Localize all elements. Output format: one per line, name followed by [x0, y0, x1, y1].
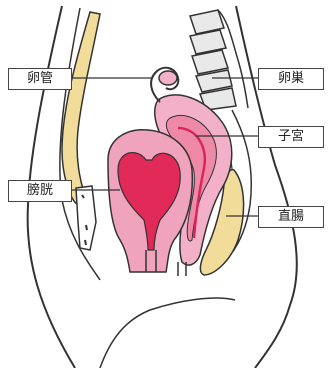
symphysis-mark — [85, 240, 86, 245]
pubic-bone — [62, 12, 100, 205]
body-outline-back — [236, 6, 297, 368]
thigh-line — [100, 298, 235, 368]
label-rectum: 直腸 — [258, 206, 324, 228]
ovary — [159, 71, 177, 85]
label-uterus: 子宮 — [258, 126, 324, 148]
label-fallopian-tube: 卵管 — [8, 68, 72, 90]
label-bladder: 膀胱 — [8, 180, 72, 202]
label-ovary: 卵巣 — [258, 68, 324, 90]
symphysis-mark — [86, 225, 87, 230]
